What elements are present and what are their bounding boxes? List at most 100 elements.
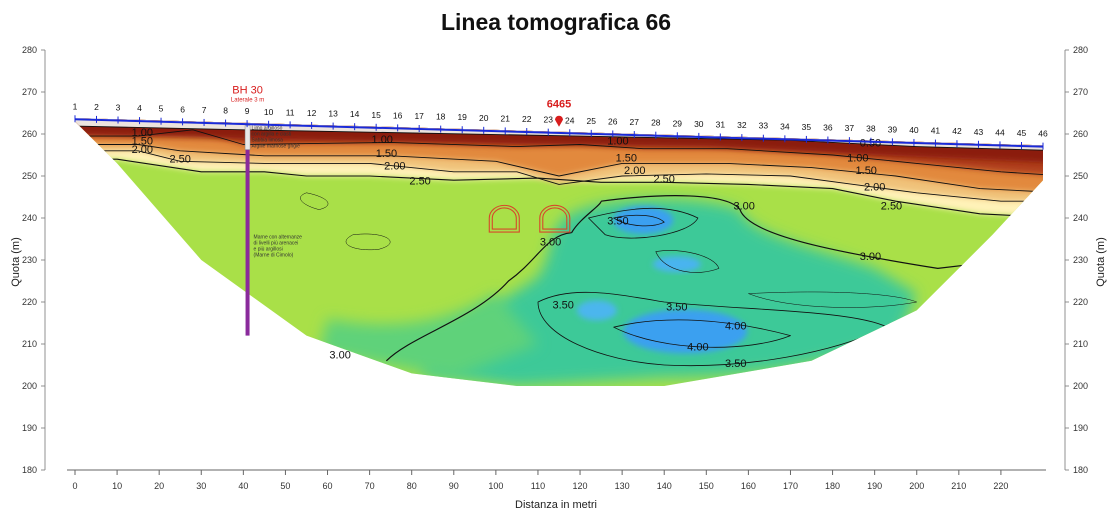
x-tick-label: 160: [741, 481, 756, 491]
x-tick-label: 150: [699, 481, 714, 491]
electrode-label: 14: [350, 109, 360, 119]
chart-title: Linea tomografica 66: [441, 9, 671, 35]
contour-1.0: [75, 129, 1043, 177]
electrode-label: 44: [995, 127, 1005, 137]
y-tick-label-left: 250: [22, 171, 37, 181]
y-tick-label-left: 260: [22, 129, 37, 139]
borehole-name: BH 30: [232, 85, 263, 97]
contour-label: 2.00: [624, 165, 645, 177]
electrode-label: 19: [457, 112, 467, 122]
contour-lines: [75, 125, 1043, 367]
y-axis-label-left: Quota (m): [10, 237, 22, 287]
electrode-label: 46: [1038, 129, 1048, 139]
contour-label: 3.50: [725, 358, 746, 370]
y-tick-label-left: 200: [22, 381, 37, 391]
electrode-label: 9: [245, 106, 250, 116]
y-tick-label-left: 210: [22, 339, 37, 349]
x-tick-label: 180: [825, 481, 840, 491]
contour-4.0-low: [613, 319, 791, 348]
electrode-label: 7: [202, 105, 207, 115]
contour-label: 4.00: [687, 341, 708, 353]
borehole-layer-label: Argille marnose grigie: [252, 144, 301, 150]
electrode-label: 36: [823, 123, 833, 133]
borehole-layer-label: Limo argilloso: [252, 126, 283, 132]
tunnel-outline: [488, 204, 520, 233]
electrode-label: 39: [888, 124, 898, 134]
contour-0.5: [75, 125, 1043, 152]
tunnel-outline: [491, 207, 517, 230]
borehole-layer-label: Sabbia limosa: [252, 138, 284, 144]
electrode-label: 38: [866, 124, 876, 134]
fill-blue-core-left: [576, 300, 617, 321]
electrode-label: 27: [630, 117, 640, 127]
contour-minor-left: [300, 192, 329, 210]
fill-blue-core-mid: [652, 256, 701, 273]
electrode-label: 40: [909, 125, 919, 135]
tunnel-outlines: [488, 204, 571, 233]
borehole-log: [244, 125, 251, 150]
y-tick-label-left: 270: [22, 87, 37, 97]
x-tick-label: 190: [867, 481, 882, 491]
contour-label: 1.00: [132, 127, 153, 139]
y-tick-label-right: 250: [1073, 171, 1088, 181]
contour-label: 1.50: [616, 152, 637, 164]
y-tick-label-right: 280: [1073, 45, 1088, 55]
electrode-label: 4: [137, 103, 142, 113]
y-tick-label-left: 180: [22, 465, 37, 475]
x-tick-label: 70: [365, 481, 375, 491]
x-tick-label: 0: [72, 481, 77, 491]
electrode-label: 1: [73, 101, 78, 111]
electrode-label: 18: [436, 112, 446, 122]
electrode-label: 12: [307, 108, 317, 118]
contour-label: 3.00: [329, 350, 350, 362]
x-tick-label: 210: [951, 481, 966, 491]
fill-teal-left: [319, 293, 538, 378]
contour-label: 1.00: [372, 134, 393, 146]
tunnel-outline: [542, 207, 568, 230]
contour-label: 2.50: [170, 154, 191, 166]
contour-3.0-right: [601, 195, 1010, 269]
electrode-label: 42: [952, 126, 962, 136]
electrode-label: 2: [94, 102, 99, 112]
electrode-label: 13: [328, 109, 338, 119]
borehole-lower-note: Marne con alternanze: [254, 235, 303, 241]
electrode-label: 5: [159, 104, 164, 114]
contour-2.0: [75, 150, 1043, 202]
electrode-label: 45: [1017, 128, 1027, 138]
contour-labels: 1.001.502.002.501.001.502.002.501.001.50…: [132, 127, 903, 370]
contour-label: 1.00: [607, 136, 628, 148]
contour-label: 3.50: [552, 299, 573, 311]
y-tick-label-right: 260: [1073, 129, 1088, 139]
x-tick-label: 80: [407, 481, 417, 491]
y-tick-label-left: 280: [22, 45, 37, 55]
electrode-label: 30: [694, 119, 704, 129]
electrode-label: 43: [974, 127, 984, 137]
y-tick-label-left: 240: [22, 213, 37, 223]
electrode-label: 15: [371, 110, 381, 120]
contour-3.5-top: [588, 207, 699, 239]
electrode-label: 28: [651, 118, 661, 128]
y-tick-label-left: 220: [22, 297, 37, 307]
electrode-label: 16: [393, 110, 403, 120]
electrode-label: 24: [565, 115, 575, 125]
electrode-label: 6: [180, 104, 185, 114]
x-tick-label: 220: [993, 481, 1008, 491]
fill-teal-zone: [420, 199, 917, 386]
contour-label: 3.00: [540, 236, 561, 248]
contour-label: 2.00: [132, 144, 153, 156]
borehole-layer-label: con argilla e clasti: [252, 132, 292, 138]
electrode-label: 41: [931, 126, 941, 136]
x-axis-label: Distanza in metri: [515, 499, 597, 511]
electrode-cable: [74, 118, 1044, 148]
x-tick-label: 40: [238, 481, 248, 491]
x-tick-label: 50: [280, 481, 290, 491]
tunnel-outline: [539, 204, 571, 233]
contour-3.5-mid: [655, 250, 720, 273]
x-tick-label: 20: [154, 481, 164, 491]
y-tick-label-right: 230: [1073, 255, 1088, 265]
x-tick-label: 110: [531, 481, 545, 491]
electrode-label: 3: [116, 103, 121, 113]
